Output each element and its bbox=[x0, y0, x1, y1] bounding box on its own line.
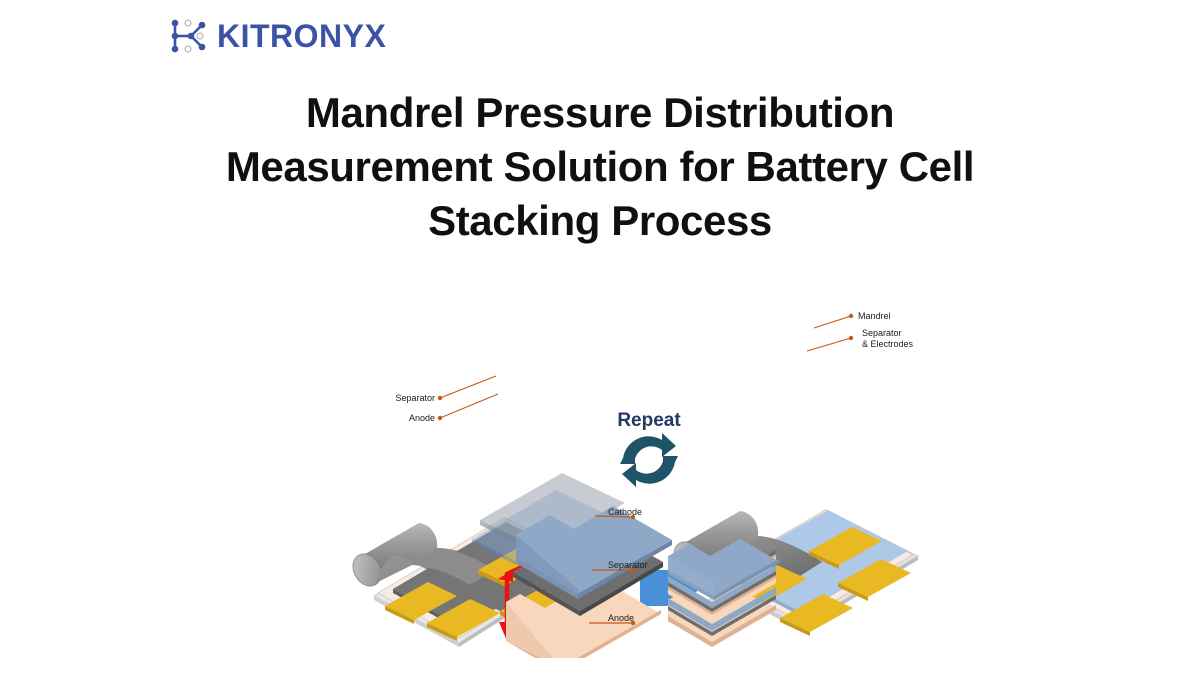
stacked-cell-group bbox=[668, 539, 780, 647]
step1-labels: Separator Anode bbox=[395, 375, 499, 423]
step2-labels: Mandrel Separator & Electrodes bbox=[806, 311, 914, 352]
step1-separator-label: Separator bbox=[395, 393, 435, 403]
repeat-label: Repeat bbox=[617, 410, 681, 431]
step2-mandrel-label: Mandrel bbox=[858, 311, 891, 321]
brand-wordmark: KITRONYX bbox=[217, 18, 387, 54]
kitronyx-node-k-logo-icon bbox=[171, 19, 206, 53]
exploded-anode-label: Anode bbox=[608, 613, 634, 623]
exploded-stack-labels: Cathode Separator Anode bbox=[589, 507, 648, 626]
exploded-cathode-label: Cathode bbox=[608, 507, 642, 517]
title-line-2: Measurement Solution for Battery Cell bbox=[225, 142, 975, 190]
process-diagram: Separator Anode bbox=[0, 248, 1200, 658]
title-line-1: Mandrel Pressure Distribution bbox=[305, 89, 895, 136]
page-title: Mandrel Pressure Distribution Measuremen… bbox=[180, 86, 1020, 247]
brand-logo: KITRONYX bbox=[166, 14, 386, 58]
step1-anode-label: Anode bbox=[409, 413, 435, 423]
exploded-separator-label: Separator bbox=[608, 560, 648, 570]
stacked-layers-icon bbox=[668, 539, 780, 647]
repeat-block: Repeat bbox=[617, 410, 681, 487]
exploded-stack-group: Cathode Separator Anode bbox=[506, 506, 672, 658]
exploded-anode bbox=[506, 577, 661, 658]
cycle-refresh-icon bbox=[620, 433, 678, 487]
step2-separator-electrodes-label-line2: & Electrodes bbox=[862, 339, 914, 349]
step2-separator-electrodes-label-line1: Separator bbox=[862, 328, 902, 338]
step1-mandrel-roll bbox=[352, 523, 438, 587]
title-line-3: Stacking Process bbox=[428, 196, 772, 244]
